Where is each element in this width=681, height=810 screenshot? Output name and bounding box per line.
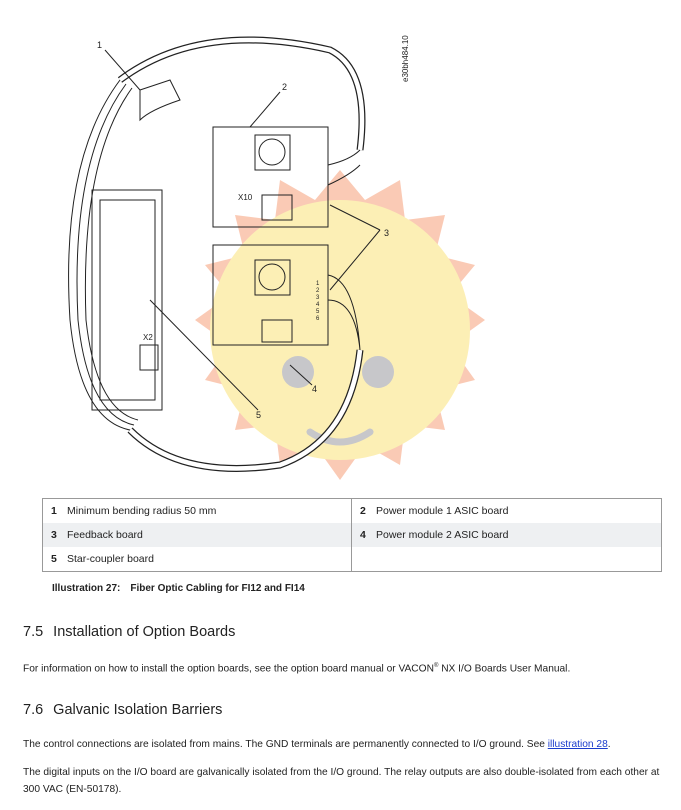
- pin-label: 6: [316, 316, 320, 322]
- paragraph: The control connections are isolated fro…: [23, 739, 611, 750]
- pin-label: 5: [316, 309, 320, 315]
- callout-1: 1: [97, 40, 102, 50]
- paragraph: For information on how to install the op…: [23, 663, 571, 675]
- drawing: [68, 36, 381, 472]
- connector-x10: X10: [238, 193, 253, 202]
- figure-id-code: e30bh484.10: [401, 35, 410, 82]
- callout-5: 5: [256, 410, 261, 420]
- callout-2: 2: [282, 82, 287, 92]
- callout-3: 3: [384, 228, 389, 238]
- illustration-caption: Illustration 27:Fiber Optic Cabling for …: [52, 583, 305, 594]
- fiber-optic-cabling-illustration: 1 2 3 4 5 X10 X2 e30bh484.10 1 2 3 4 5 6: [68, 35, 485, 480]
- connector-x2: X2: [143, 333, 153, 342]
- pin-label: 2: [316, 288, 320, 294]
- pin-label: 3: [316, 295, 320, 301]
- illustration-28-link[interactable]: illustration 28: [547, 739, 608, 750]
- pin-label: 1: [316, 281, 320, 287]
- watermark: [195, 170, 485, 480]
- paragraph: The digital inputs on the I/O board are …: [23, 767, 660, 795]
- callout-4: 4: [312, 384, 317, 394]
- pin-label: 4: [316, 302, 320, 308]
